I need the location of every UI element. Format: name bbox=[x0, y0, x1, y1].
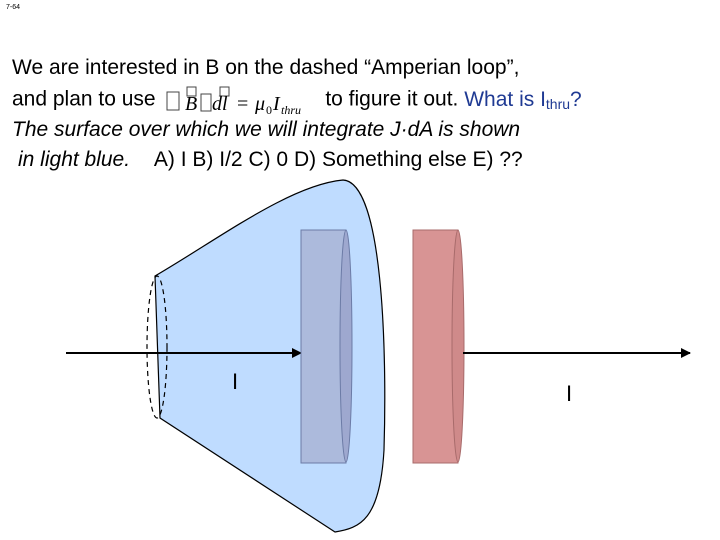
formula-i: I bbox=[272, 93, 281, 114]
formula-i-sub: thru bbox=[281, 103, 301, 114]
amperian-loop bbox=[146, 275, 168, 419]
question-line-3: The surface over which we will integrate… bbox=[12, 118, 521, 141]
question-line-2-prefix: and plan to use bbox=[12, 87, 156, 111]
slide-number: 7-64 bbox=[6, 4, 21, 11]
left-plate bbox=[300, 229, 347, 464]
formula-mu-sub: 0 bbox=[266, 103, 272, 114]
ampere-law-formula-graphic: B dl = μ 0 I thru bbox=[166, 86, 301, 114]
left-plate-face bbox=[339, 229, 353, 463]
right-plate bbox=[412, 229, 459, 464]
right-plate-face bbox=[451, 229, 465, 463]
answer-choices[interactable]: A) I B) I/2 C) 0 D) Something else E) ?? bbox=[153, 148, 523, 171]
question-ithru: What is Ithru? bbox=[464, 87, 582, 112]
ampere-law-formula: B dl = μ 0 I thru bbox=[165, 86, 317, 114]
question-line-2-suffix: to figure it out. bbox=[325, 87, 459, 111]
question-line-1: We are interested in B on the dashed “Am… bbox=[12, 56, 520, 79]
question-line-4: in light blue. A) I B) I/2 C) 0 D) Somet… bbox=[18, 147, 523, 173]
question-line-2: and plan to use B dl = μ 0 I thru to fig… bbox=[12, 86, 582, 117]
formula-b: B bbox=[185, 93, 197, 114]
formula-mu: μ bbox=[254, 93, 265, 114]
question-line-4-text: in light blue. bbox=[18, 148, 131, 171]
current-label-right: I bbox=[566, 381, 573, 406]
question-ithru-sub: thru bbox=[545, 95, 571, 112]
question-ithru-end: ? bbox=[570, 87, 582, 111]
current-label-left: I bbox=[232, 369, 239, 394]
formula-dl: dl bbox=[212, 93, 228, 114]
formula-equals: = bbox=[237, 93, 248, 114]
question-ithru-text: What is I bbox=[464, 87, 546, 111]
